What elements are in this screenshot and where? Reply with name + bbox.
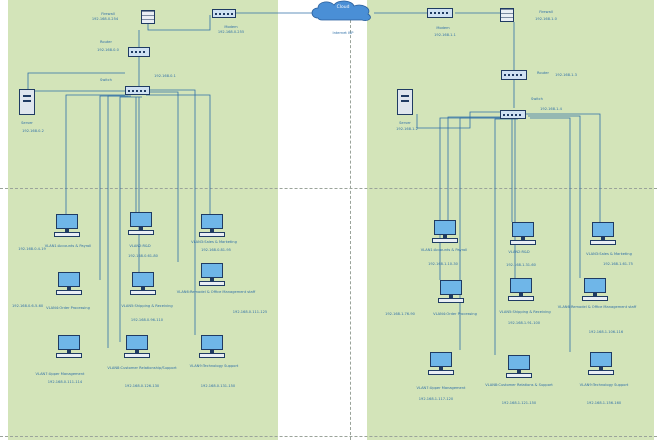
right-router-name: Router — [537, 71, 549, 75]
right-modem-ip: 192.168.1.1 — [434, 33, 456, 37]
left-modem-icon — [212, 9, 236, 18]
left-vlan1-name: VLAN1:Accounts & Payroll — [44, 244, 92, 248]
right-pc-vlan2 — [510, 222, 536, 246]
right-pc-vlan9 — [588, 352, 614, 376]
right-vlan5-range: 192.168.1.91-100 — [507, 321, 541, 325]
right-switch-icon — [500, 110, 526, 119]
left-firewall-ip: 192.168.0.254 — [91, 17, 119, 21]
left-vlan8-range: 192.168.0.126-130 — [124, 384, 160, 388]
left-vlan7-range: 192.168.0.111-114 — [47, 380, 83, 384]
left-switch-icon — [125, 86, 150, 95]
left-pc-vlan3 — [199, 214, 225, 238]
left-pc-vlan1 — [54, 214, 80, 238]
right-modem-icon — [427, 8, 453, 18]
left-switch-ip: 192.168.0.1 — [154, 74, 176, 78]
left-vlan5-range: 192.168.0.96-110 — [130, 318, 164, 322]
left-firewall-icon — [141, 10, 155, 24]
left-server-name: Server — [21, 121, 33, 125]
right-pc-vlan6 — [582, 278, 608, 302]
left-vlan3-range: 192.168.0.81-95 — [201, 248, 231, 252]
left-vlan7-name: VLAN7:Upper Management — [35, 372, 85, 376]
right-router-ip: 192.168.1.3 — [555, 73, 577, 77]
right-vlan4-range: 192.168.1.76-90 — [385, 312, 415, 316]
left-vlan2-name: VLAN2:R&D — [129, 244, 151, 248]
right-server-ip: 192.168.1.2 — [396, 127, 418, 131]
right-pc-vlan4 — [438, 280, 464, 304]
left-modem-ip: 192.168.0.255 — [217, 30, 245, 34]
right-server-icon — [397, 89, 413, 115]
right-pc-vlan1 — [432, 220, 458, 244]
left-pc-vlan9 — [199, 335, 225, 359]
right-pc-vlan7 — [428, 352, 454, 376]
left-pc-vlan7 — [56, 335, 82, 359]
left-vlan3-name: VLAN3:Sales & Marketing — [191, 240, 237, 244]
right-vlan5-name: VLAN5:Shipping & Receiving — [499, 310, 551, 314]
left-vlan6-name: VLAN6:Remodel & Office Management staff — [176, 290, 256, 294]
right-switch-ip: 192.168.1.4 — [540, 107, 562, 111]
left-vlan1-range: 192.168.0.4-19 — [18, 247, 46, 251]
right-vlan8-range: 192.168.1.121-150 — [501, 401, 537, 405]
cloud-icon — [311, 0, 371, 21]
left-pc-vlan2 — [128, 212, 154, 236]
right-pc-vlan5 — [508, 278, 534, 302]
right-firewall-icon — [500, 8, 514, 22]
wan-dashed-line — [350, 20, 351, 440]
right-vlan9-name: VLAN9:Technology Support — [579, 383, 629, 387]
cloud-isp-label: Internet ISP — [332, 31, 354, 35]
right-firewall-name: Firewall — [539, 10, 553, 14]
right-modem-name: Modem — [436, 26, 450, 30]
left-pc-vlan4 — [56, 272, 82, 296]
divider-dashed — [0, 188, 657, 189]
left-vlan2-range: 192.168.0.61-80 — [128, 254, 158, 258]
right-server-name: Server — [399, 121, 411, 125]
right-pc-vlan8 — [506, 355, 532, 379]
right-vlan2-name: VLAN2:R&D — [508, 250, 530, 254]
divider-dashed — [0, 436, 657, 437]
left-firewall-name: Firewall — [101, 12, 115, 16]
right-vlan7-range: 192.168.1.117-120 — [418, 397, 454, 401]
right-vlan6-range: 192.168.1.106-116 — [588, 330, 624, 334]
left-vlan6-range: 192.168.0.111-125 — [232, 310, 268, 314]
left-switch-name: Switch — [100, 78, 112, 82]
right-vlan8-name: VLAN8:Customer Relations & Support — [485, 383, 553, 387]
left-router-icon — [128, 47, 150, 57]
right-switch-name: Switch — [531, 97, 543, 101]
left-pc-vlan5 — [130, 272, 156, 296]
right-vlan7-name: VLAN7:Upper Management — [416, 386, 466, 390]
right-vlan4-name: VLAN4:Order Processing — [433, 312, 477, 316]
left-router-name: Router — [100, 40, 112, 44]
left-vlan8-name: VLAN8:Customer Relationship/Support — [107, 366, 177, 370]
right-vlan2-range: 192.168.1.31-60 — [506, 263, 536, 267]
left-vlan9-range: 192.168.0.131-150 — [200, 384, 236, 388]
left-pc-vlan8 — [124, 335, 150, 359]
right-vlan1-name: VLAN1:Accounts & Payroll — [420, 248, 468, 252]
left-router-ip: 192.168.0.0 — [97, 48, 119, 52]
left-side-range: 192.168.0.6-5-60 — [12, 304, 44, 308]
left-pc-vlan6 — [199, 263, 225, 287]
right-vlan1-range: 192.168.1.10-30 — [428, 262, 458, 266]
left-vlan4-name: VLAN4:Order Processing — [46, 306, 90, 310]
right-pc-vlan3 — [590, 222, 616, 246]
left-server-ip: 192.168.0.2 — [22, 129, 44, 133]
left-modem-name: Modem — [224, 25, 238, 29]
left-vlan5-name: VLAN5:Shipping & Receiving — [121, 304, 173, 308]
right-firewall-ip: 192.168.1.0 — [535, 17, 557, 21]
right-vlan3-name: VLAN3:Sales & Marketing — [586, 252, 632, 256]
cloud-label: Cloud — [336, 5, 350, 10]
right-vlan9-range: 192.168.1.156-160 — [586, 401, 622, 405]
right-vlan3-range: 192.168.1.61-75 — [603, 262, 633, 266]
left-server-icon — [19, 89, 35, 115]
right-router-icon — [501, 70, 527, 80]
left-vlan9-name: VLAN9:Technology Support — [189, 364, 239, 368]
right-vlan6-name: VLAN6:Remodel & Office Management staff — [557, 305, 637, 309]
